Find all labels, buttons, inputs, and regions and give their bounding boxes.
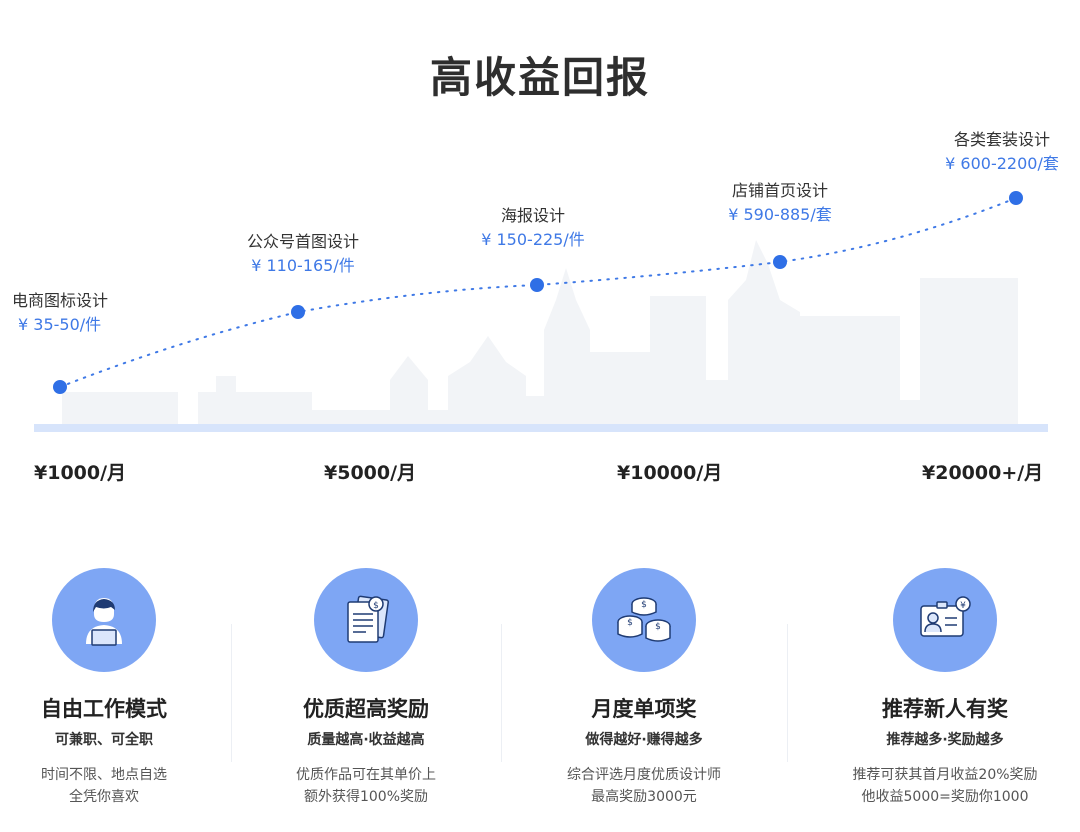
point-name: 各类套装设计 [953,130,1050,149]
trend-point-0 [53,380,67,394]
feature-title: 优质超高奖励 [303,697,429,721]
desc-line: 综合评选月度优质设计师 [567,767,721,783]
income-axis-bar [34,424,1048,432]
trend-point-4 [1009,191,1023,205]
feature-subtitle: 可兼职、可全职 [55,732,153,748]
feature-subtitle: 做得越好·赚得越多 [585,732,703,748]
coin-stacks-icon: $ $ $ [592,568,696,672]
income-label-2: ¥10000/月 [617,462,723,484]
document-certificate-icon: $ [314,568,418,672]
divider [787,624,788,762]
feature-subtitle: 质量越高·收益越高 [307,732,425,748]
trend-point-3 [773,255,787,269]
desc-line: 全凭你喜欢 [69,789,139,805]
point-label-0: 电商图标设计 ¥ 35-50/件 [12,290,108,338]
feature-monthly-award: $ $ $ 月度单项奖 做得越好·赚得越多 综合评选月度优质设计师 最高奖励3000… [514,568,774,808]
feature-description: 综合评选月度优质设计师 最高奖励3000元 [514,764,774,808]
feature-high-reward: $ 优质超高奖励 质量越高·收益越高 优质作品可在其单价上 额外获得100%奖励 [236,568,496,808]
desc-line: 最高奖励3000元 [591,789,697,805]
feature-description: 优质作品可在其单价上 额外获得100%奖励 [236,764,496,808]
svg-text:$: $ [373,601,379,611]
svg-text:$: $ [655,622,661,632]
divider [501,624,502,762]
worker-laptop-icon [52,568,156,672]
point-name: 电商图标设计 [12,291,109,310]
trend-point-2 [530,278,544,292]
feature-description: 时间不限、地点自选 全凭你喜欢 [0,764,234,808]
growth-chart [53,191,1023,424]
desc-line: 优质作品可在其单价上 [296,767,436,783]
desc-line: 他收益5000=奖励你1000 [861,789,1029,805]
point-label-2: 海报设计 ¥ 150-225/件 [433,205,633,253]
desc-line: 额外获得100%奖励 [303,789,429,805]
feature-referral: ¥ 推荐新人有奖 推荐越多·奖励越多 推荐可获其首月收益20%奖励 他收益500… [815,568,1075,808]
income-label-0: ¥1000/月 [34,462,127,484]
feature-subtitle: 推荐越多·奖励越多 [886,732,1004,748]
income-label-1: ¥5000/月 [324,462,417,484]
page-title: 高收益回报 [429,53,650,102]
point-label-1: 公众号首图设计 ¥ 110-165/件 [203,231,403,279]
point-price: ¥ 600-2200/套 [945,154,1059,173]
feature-title: 月度单项奖 [591,697,697,721]
feature-free-work: 自由工作模式 可兼职、可全职 时间不限、地点自选 全凭你喜欢 [0,568,234,808]
point-name: 公众号首图设计 [246,232,359,251]
point-name: 店铺首页设计 [731,181,828,200]
point-label-3: 店铺首页设计 ¥ 590-885/套 [680,180,880,228]
point-label-4: 各类套装设计 ¥ 600-2200/套 [902,129,1080,177]
feature-description: 推荐可获其首月收益20%奖励 他收益5000=奖励你1000 [815,764,1075,808]
referral-card-icon: ¥ [893,568,997,672]
feature-title: 自由工作模式 [41,697,167,721]
city-skyline-silhouette [62,240,1018,424]
point-name: 海报设计 [500,206,565,225]
desc-line: 时间不限、地点自选 [41,767,167,783]
point-price: ¥ 590-885/套 [728,205,832,224]
trend-point-1 [291,305,305,319]
svg-text:$: $ [641,600,647,610]
point-price: ¥ 110-165/件 [251,256,355,275]
feature-title: 推荐新人有奖 [882,697,1008,721]
point-price: ¥ 35-50/件 [18,315,102,334]
svg-text:$: $ [627,618,633,628]
income-label-3: ¥20000+/月 [922,462,1044,484]
svg-text:¥: ¥ [960,601,966,611]
desc-line: 推荐可获其首月收益20%奖励 [852,767,1038,783]
divider [231,624,232,762]
point-price: ¥ 150-225/件 [481,230,585,249]
